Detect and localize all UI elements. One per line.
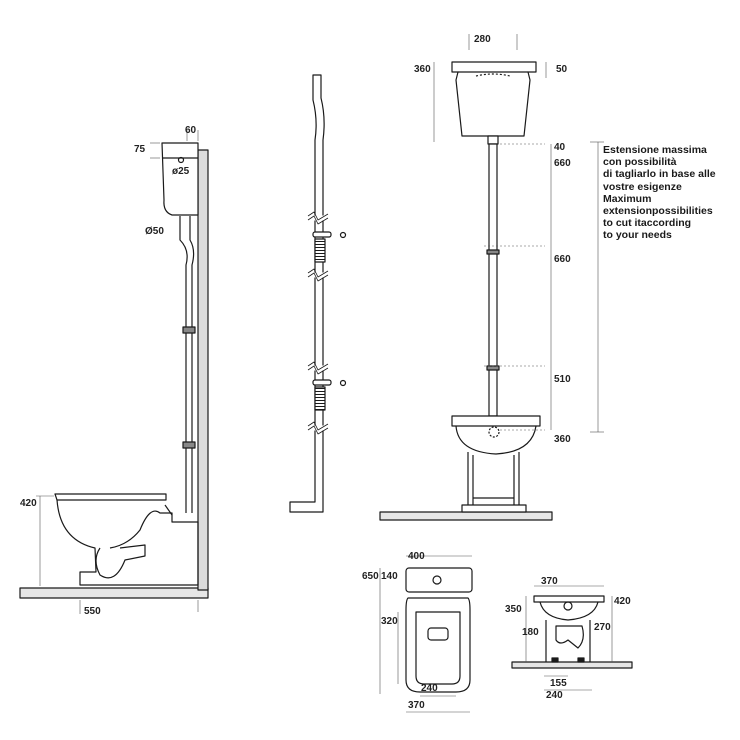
front-cistern: [451, 61, 537, 137]
floor-rear: [511, 661, 633, 669]
extension-note: Estensione massima con possibilità di ta…: [603, 144, 738, 242]
inlet-circle: [177, 156, 185, 164]
rear-outlet: [555, 625, 584, 649]
front-collar-1: [486, 249, 500, 255]
pipe-detail: [289, 74, 347, 513]
dim-rear-base-width: 240: [546, 690, 563, 701]
floor-left: [19, 587, 209, 599]
dim-front-cistern-height: 360: [414, 64, 431, 75]
note-line: to cut itaccording: [603, 217, 692, 230]
plan-view: [379, 555, 473, 713]
side-trap: [95, 544, 146, 579]
dim-rear-outlet-width: 155: [550, 678, 567, 689]
pipe-collar-2: [182, 441, 196, 449]
dim-rear-rim-height: 350: [505, 604, 522, 615]
dim-front-pipe-segment-2: 660: [554, 254, 571, 265]
dim-front-pipe-segment-1: 660: [554, 158, 571, 169]
dim-side-inlet-diameter: ø25: [172, 166, 190, 177]
note-line: Estensione massima: [603, 144, 707, 156]
dim-side-pipe-diameter: Ø50: [145, 226, 164, 237]
front-collar-2: [486, 365, 500, 371]
dim-plan-width: 400: [408, 551, 425, 562]
screw-icon: [339, 231, 347, 239]
outlet-circle: [488, 426, 500, 438]
front-view: [379, 34, 604, 521]
pipe-collar-1: [182, 326, 196, 334]
note-line: to your needs: [603, 229, 672, 242]
pipe-extension: [289, 74, 325, 513]
note-line: Maximum: [603, 192, 652, 205]
note-line: con possibilità: [603, 156, 677, 169]
note-line: extensionpossibilities: [603, 205, 713, 218]
front-seat: [451, 415, 541, 427]
side-flush-pipe: [179, 216, 195, 513]
front-pedestal: [467, 452, 520, 505]
dim-front-pipe-segment-3: 510: [554, 374, 571, 385]
dim-rear-total-height: 420: [614, 596, 631, 607]
coupling-ring-1: [312, 231, 332, 238]
dim-side-bowl-height: 420: [20, 498, 37, 509]
note-line: vostre esigenze: [603, 180, 682, 193]
dim-plan-base-width: 240: [421, 683, 438, 694]
dim-front-bowl-height: 360: [554, 434, 571, 445]
coupling-thread-1: [314, 238, 326, 263]
dim-front-cistern-width: 280: [474, 34, 491, 45]
coupling-ring-2: [312, 379, 332, 386]
side-bowl: [56, 499, 199, 586]
dim-side-projection: 550: [84, 606, 101, 617]
dim-front-cistern-lid: 50: [556, 64, 568, 75]
front-flush-pipe: [488, 143, 498, 417]
dim-front-pipe-top: 40: [554, 142, 566, 153]
rear-view: [511, 585, 633, 691]
coupling-thread-2: [314, 386, 326, 411]
note-line: di tagliarlo in base alle: [603, 168, 716, 181]
floor-front: [379, 511, 553, 521]
wall-left: [197, 149, 209, 591]
screw-icon: [339, 379, 347, 387]
dim-rear-width: 370: [541, 576, 558, 587]
side-seat: [54, 493, 167, 501]
rear-rim: [533, 595, 605, 603]
side-view: [19, 130, 209, 614]
dim-plan-tank-depth: 140: [381, 571, 398, 582]
dim-side-cistern-depth: 60: [185, 125, 197, 136]
front-bowl: [455, 425, 537, 455]
plan-seat: [405, 597, 471, 693]
dim-plan-total-depth: 650: [362, 571, 379, 582]
dim-side-cistern-height: 75: [134, 144, 146, 155]
dim-rear-trap-height: 270: [594, 622, 611, 633]
dim-plan-seat-depth: 320: [381, 616, 398, 627]
plan-tank: [405, 567, 473, 593]
dim-rear-outlet-height: 180: [522, 627, 539, 638]
side-cistern: [161, 142, 199, 216]
dim-plan-overall-width: 370: [408, 700, 425, 711]
